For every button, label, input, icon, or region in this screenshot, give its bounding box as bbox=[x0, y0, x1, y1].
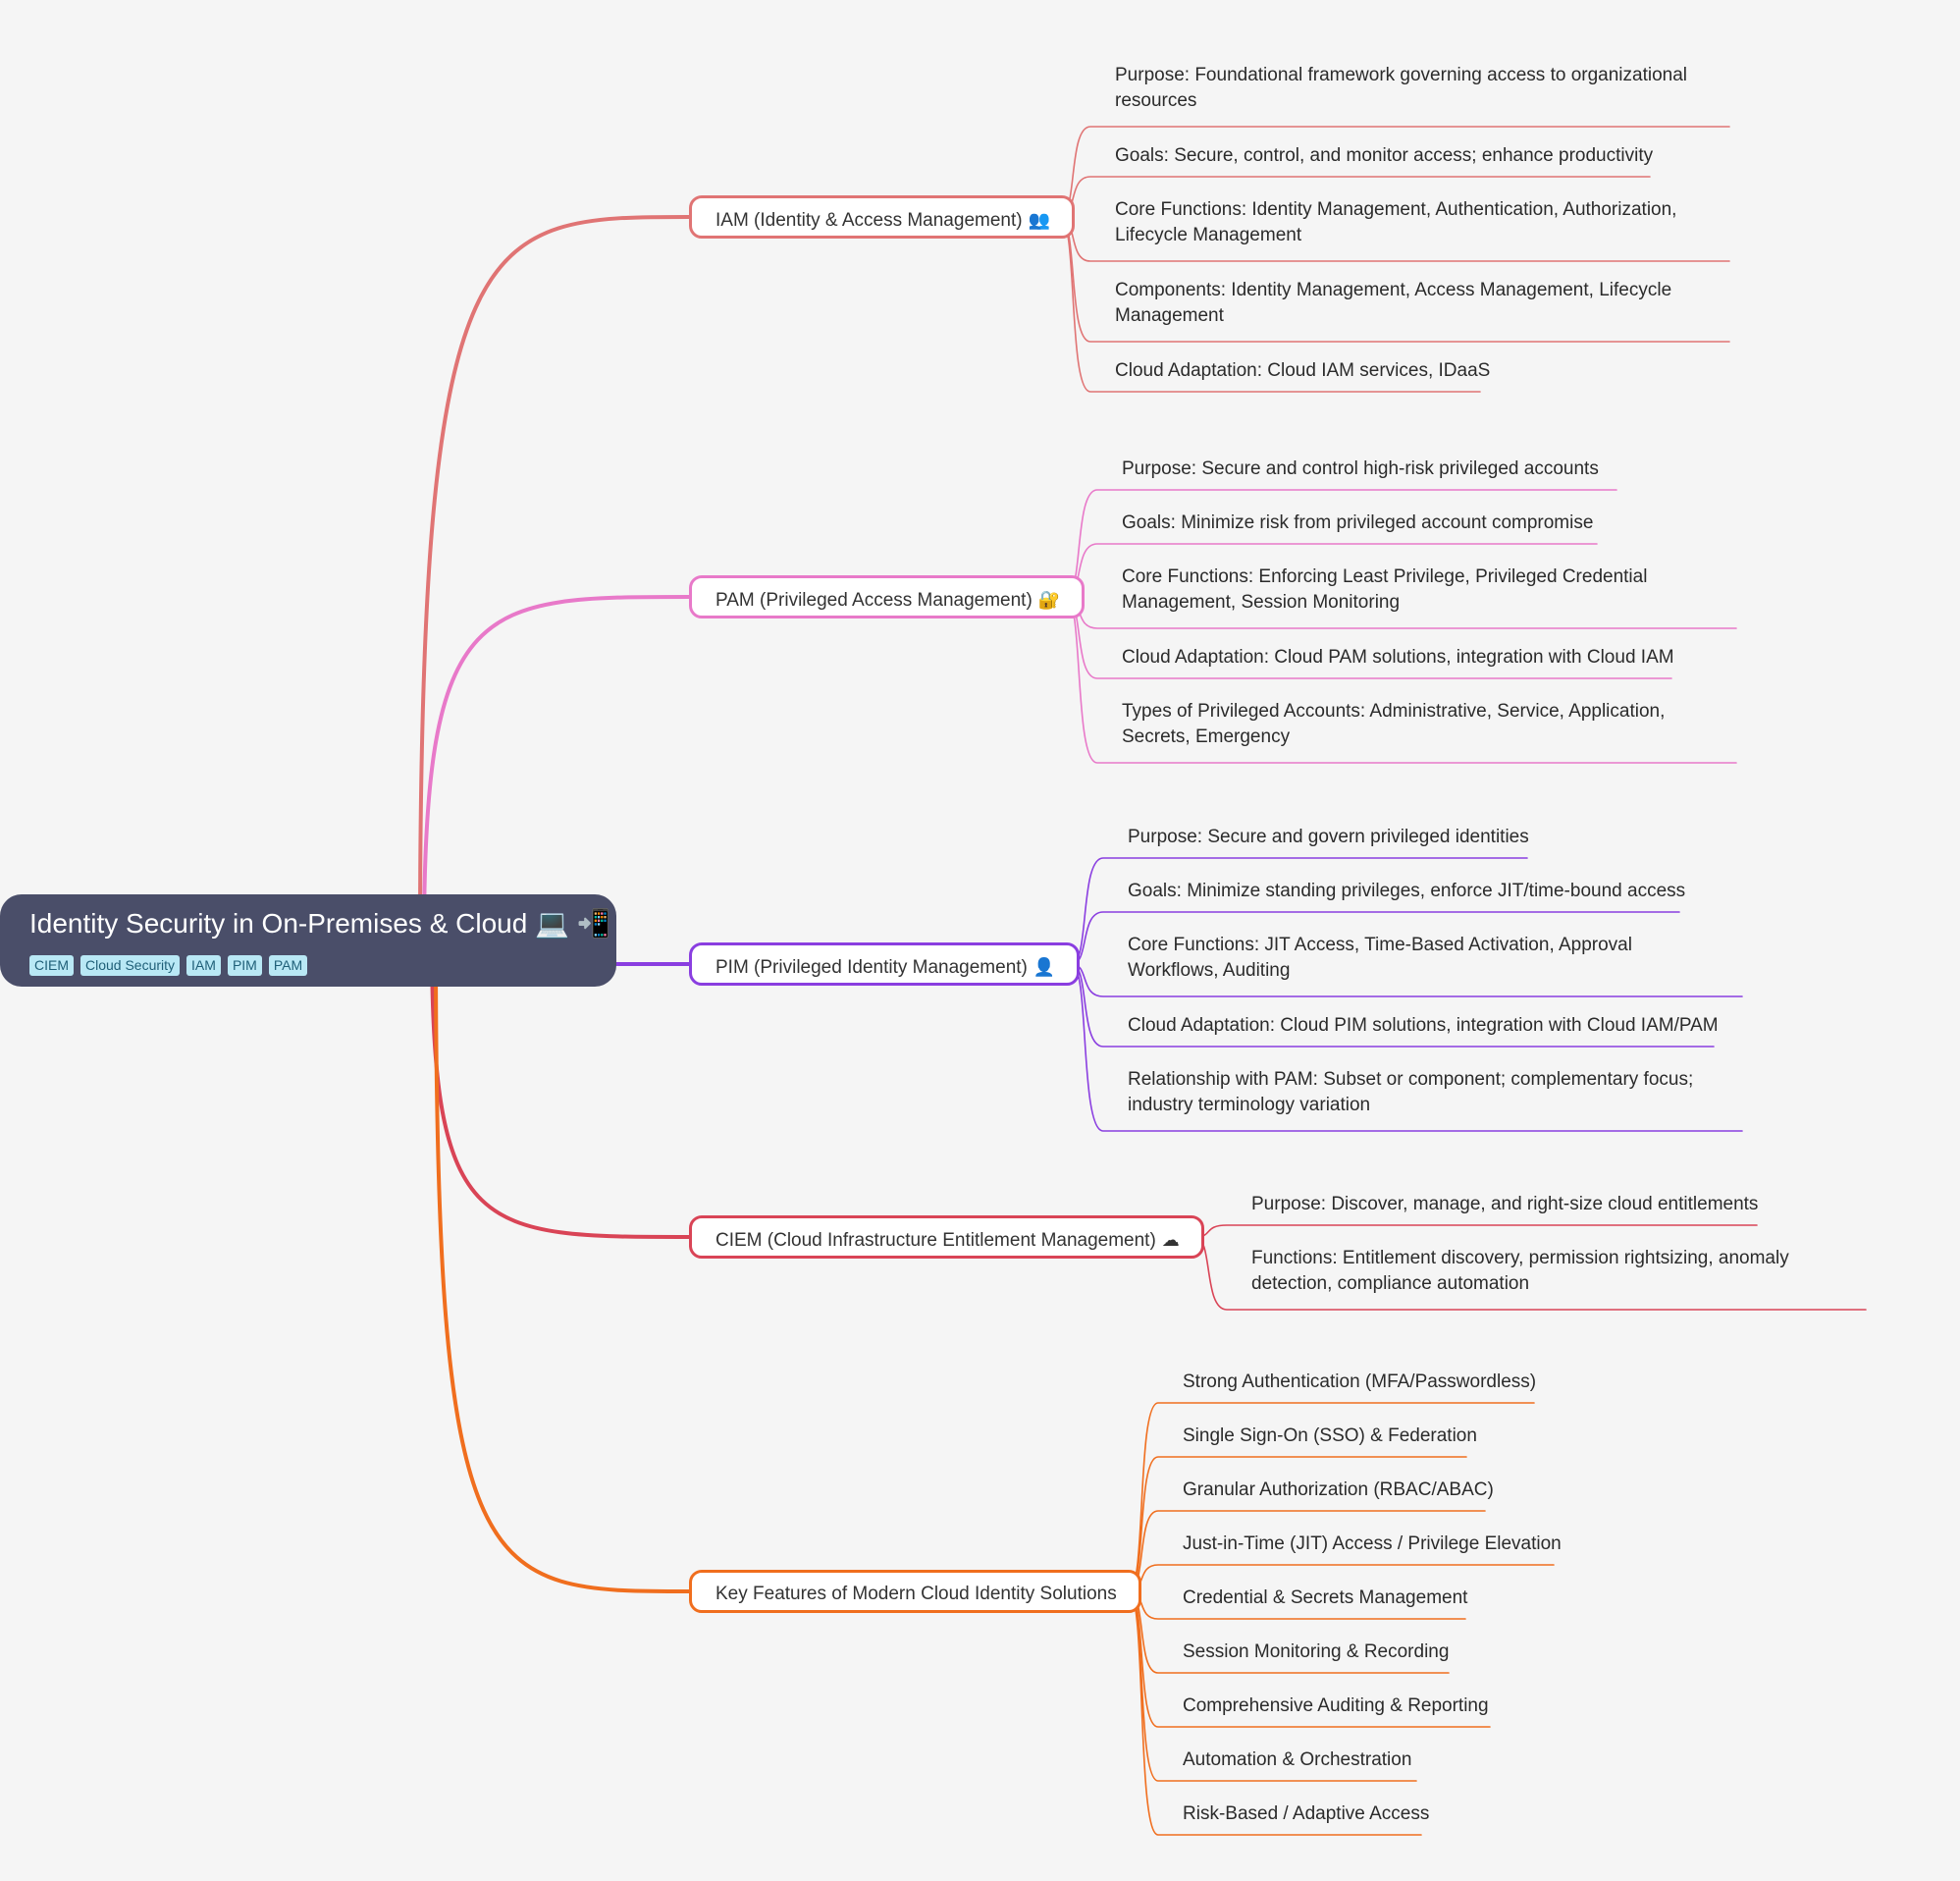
leaf-pim-3[interactable]: Cloud Adaptation: Cloud PIM solutions, i… bbox=[1128, 1015, 1719, 1036]
branch-label: CIEM (Cloud Infrastructure Entitlement M… bbox=[715, 1230, 1156, 1251]
leaf-iam-4[interactable]: Cloud Adaptation: Cloud IAM services, ID… bbox=[1115, 360, 1491, 381]
leaf-ciem-1[interactable]: Functions: Entitlement discovery, permis… bbox=[1251, 1248, 1789, 1294]
branch-node-pam[interactable]: PAM (Privileged Access Management)🔐 bbox=[689, 575, 1086, 618]
leaf-pim-4[interactable]: Relationship with PAM: Subset or compone… bbox=[1128, 1069, 1694, 1115]
branch-connector-iam bbox=[418, 215, 691, 942]
leaf-pim-2[interactable]: Core Functions: JIT Access, Time-Based A… bbox=[1128, 935, 1632, 981]
cloud-icon: ☁ bbox=[1161, 1230, 1180, 1250]
branch-label: PAM (Privileged Access Management) bbox=[715, 590, 1033, 611]
tag-pam[interactable]: PAM bbox=[268, 955, 308, 976]
root-tags: CIEM Cloud Security IAM PIM PAM bbox=[29, 955, 308, 976]
leaf-pam-4[interactable]: Types of Privileged Accounts: Administra… bbox=[1122, 701, 1666, 747]
branch-connector-pam bbox=[422, 595, 691, 942]
leaf-iam-1[interactable]: Goals: Secure, control, and monitor acce… bbox=[1115, 145, 1654, 166]
branch-connector-features bbox=[434, 939, 691, 1593]
leaf-pim-1[interactable]: Goals: Minimize standing privileges, enf… bbox=[1128, 881, 1686, 901]
leaf-features-0[interactable]: Strong Authentication (MFA/Passwordless) bbox=[1183, 1371, 1537, 1392]
branch-node-pim[interactable]: PIM (Privileged Identity Management)👤 bbox=[689, 942, 1081, 986]
leaf-connector-ciem-0 bbox=[1194, 1224, 1758, 1238]
leaf-pim-0[interactable]: Purpose: Secure and govern privileged id… bbox=[1128, 827, 1529, 847]
branch-node-iam[interactable]: IAM (Identity & Access Management)👥 bbox=[689, 195, 1075, 239]
leaf-pam-3[interactable]: Cloud Adaptation: Cloud PAM solutions, i… bbox=[1122, 647, 1674, 668]
branch-node-ciem[interactable]: CIEM (Cloud Infrastructure Entitlement M… bbox=[689, 1215, 1204, 1259]
leaf-pam-0[interactable]: Purpose: Secure and control high-risk pr… bbox=[1122, 458, 1599, 479]
leaf-pam-1[interactable]: Goals: Minimize risk from privileged acc… bbox=[1122, 512, 1594, 533]
root-title: Identity Security in On-Premises & Cloud… bbox=[29, 908, 611, 939]
lock-key-icon: 🔐 bbox=[1037, 590, 1061, 610]
leaf-pam-2[interactable]: Core Functions: Enforcing Least Privileg… bbox=[1122, 566, 1648, 613]
leaf-features-5[interactable]: Session Monitoring & Recording bbox=[1183, 1641, 1450, 1662]
leaf-features-2[interactable]: Granular Authorization (RBAC/ABAC) bbox=[1183, 1479, 1494, 1500]
people-icon: 👥 bbox=[1028, 210, 1050, 230]
branch-node-features[interactable]: Key Features of Modern Cloud Identity So… bbox=[689, 1570, 1141, 1613]
leaf-features-3[interactable]: Just-in-Time (JIT) Access / Privilege El… bbox=[1183, 1533, 1562, 1554]
leaf-iam-2[interactable]: Core Functions: Identity Management, Aut… bbox=[1115, 199, 1677, 245]
leaf-features-7[interactable]: Automation & Orchestration bbox=[1183, 1749, 1412, 1770]
leaf-features-8[interactable]: Risk-Based / Adaptive Access bbox=[1183, 1803, 1430, 1824]
user-icon: 👤 bbox=[1033, 957, 1056, 977]
tag-cloud-security[interactable]: Cloud Security bbox=[80, 955, 181, 976]
tag-ciem[interactable]: CIEM bbox=[29, 955, 74, 976]
tag-pim[interactable]: PIM bbox=[227, 955, 262, 976]
leaf-iam-3[interactable]: Components: Identity Management, Access … bbox=[1115, 280, 1672, 326]
tag-iam[interactable]: IAM bbox=[186, 955, 221, 976]
branch-label: PIM (Privileged Identity Management) bbox=[715, 957, 1028, 978]
leaf-features-4[interactable]: Credential & Secrets Management bbox=[1183, 1587, 1468, 1608]
branch-label: IAM (Identity & Access Management) bbox=[715, 210, 1023, 231]
branch-label: Key Features of Modern Cloud Identity So… bbox=[715, 1584, 1117, 1604]
leaf-features-1[interactable]: Single Sign-On (SSO) & Federation bbox=[1183, 1425, 1477, 1446]
leaf-ciem-0[interactable]: Purpose: Discover, manage, and right-siz… bbox=[1251, 1194, 1759, 1214]
root-node[interactable]: Identity Security in On-Premises & Cloud… bbox=[0, 894, 616, 987]
leaf-features-6[interactable]: Comprehensive Auditing & Reporting bbox=[1183, 1695, 1489, 1716]
leaf-iam-0[interactable]: Purpose: Foundational framework governin… bbox=[1115, 65, 1687, 111]
